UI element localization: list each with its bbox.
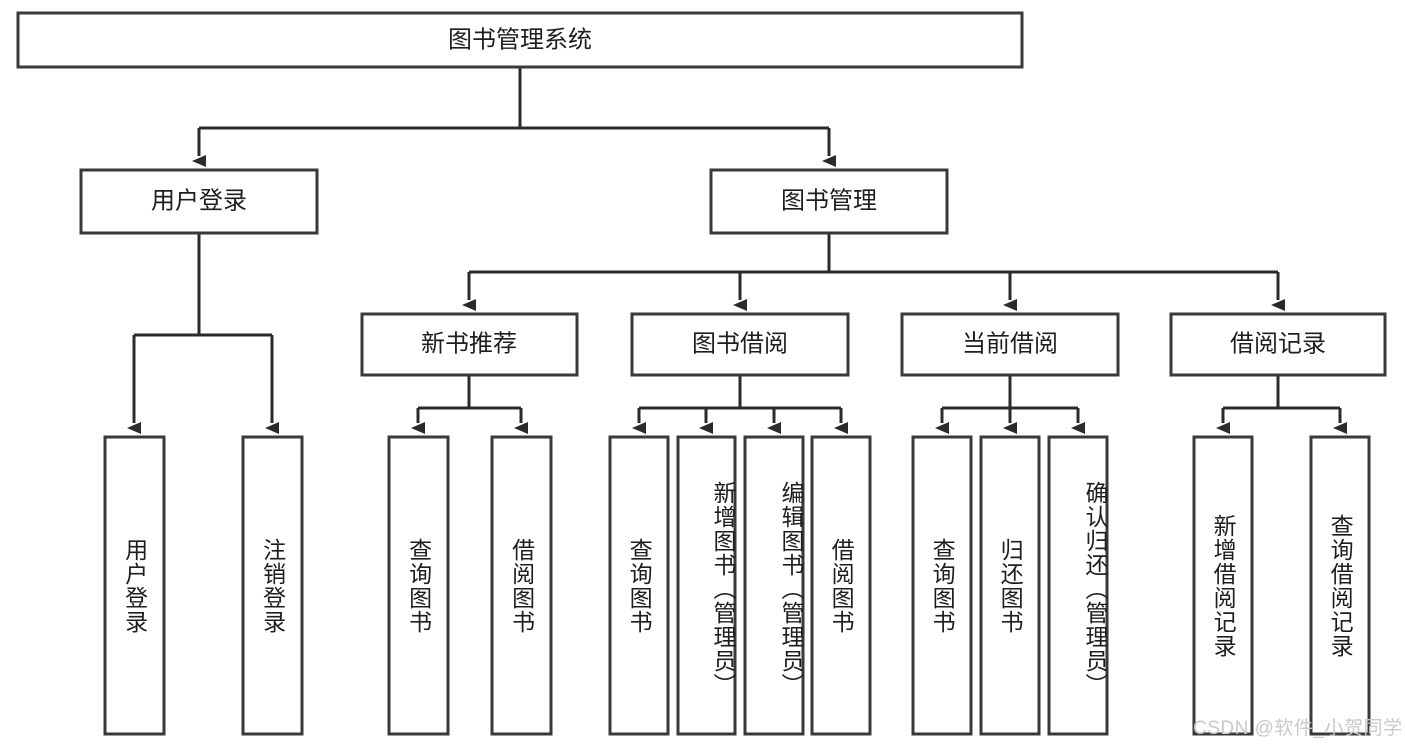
node-box-leaf-user-login-1[interactable] [241,435,304,736]
connectors-new-book [411,375,528,434]
node-label-borrow-record: 借阅记录 [1230,330,1326,357]
node-label-user-login: 用户登录 [151,187,247,214]
connectors-book-borrow [632,375,848,434]
node-box-borrow-record[interactable] [1169,312,1387,377]
node-label-book-borrow: 图书借阅 [692,330,788,357]
connectors-user-login [127,233,279,434]
node-box-user-login[interactable] [79,168,319,235]
node-box-book-borrow[interactable] [630,312,850,377]
connectors-book-mgmt [462,233,1285,311]
node-box-current-borrow[interactable] [900,312,1120,377]
node-label-current-borrow: 当前借阅 [962,330,1058,357]
node-box-leaf-book-borrow-0[interactable] [608,435,670,736]
connectors-root [192,67,836,167]
node-box-leaf-user-login-0[interactable] [103,435,166,736]
node-label-book-mgmt: 图书管理 [781,187,877,214]
node-box-leaf-book-borrow-3[interactable] [810,435,872,736]
node-label-root: 图书管理系统 [448,26,592,53]
node-box-leaf-new-book-1[interactable] [490,435,553,736]
node-box-leaf-current-borrow-0[interactable] [911,435,973,736]
node-label-new-book: 新书推荐 [421,330,517,357]
node-box-new-book[interactable] [360,312,579,377]
node-box-book-mgmt[interactable] [709,168,949,235]
node-box-leaf-book-borrow-2[interactable] [743,435,805,736]
node-box-leaf-borrow-record-1[interactable] [1309,435,1371,736]
csdn-watermark: CSDN @软件_小贺同学 [1193,718,1403,739]
node-box-leaf-current-borrow-1[interactable] [979,435,1041,736]
node-box-leaf-borrow-record-0[interactable] [1192,435,1254,736]
node-box-root[interactable] [16,11,1024,69]
node-box-leaf-current-borrow-2[interactable] [1047,435,1109,736]
node-box-leaf-book-borrow-1[interactable] [676,435,737,736]
connectors-current-borrow [935,375,1085,434]
connectors-borrow-record [1216,375,1347,434]
node-box-leaf-new-book-0[interactable] [387,435,450,736]
